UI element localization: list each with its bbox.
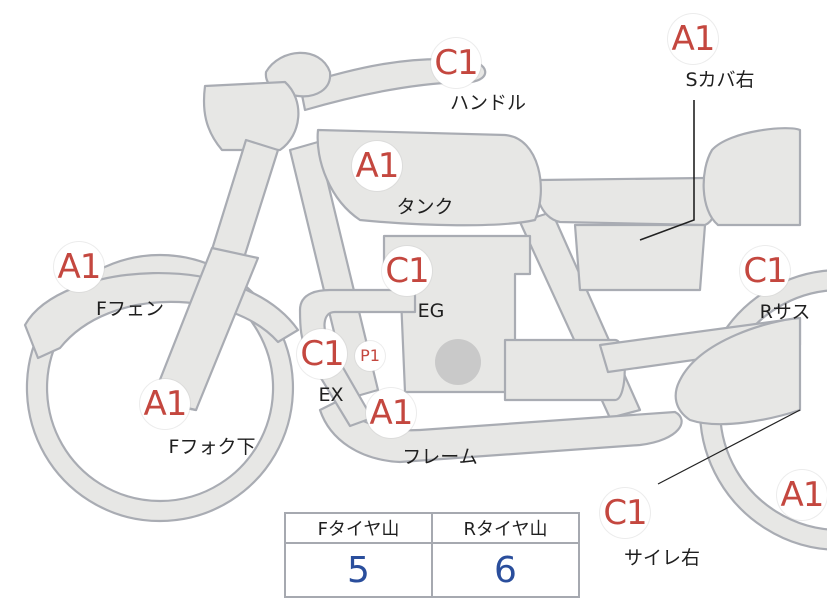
tail-cowl bbox=[702, 127, 802, 227]
grade-badge-s-cover-right: A1 bbox=[668, 14, 718, 64]
part-label-exhaust: EX bbox=[318, 384, 344, 406]
grade-badge-muffler-right: C1 bbox=[600, 488, 650, 538]
grade-badge-engine: C1 bbox=[382, 246, 432, 296]
value-f-tire: 5 bbox=[284, 542, 433, 598]
part-label-muffler-right: サイレ右 bbox=[623, 547, 701, 569]
transmission-case bbox=[503, 338, 626, 402]
front-fork-lower bbox=[150, 246, 260, 412]
grade-badge-exhaust-extra: P1 bbox=[355, 341, 385, 371]
table-value-row: 5 6 bbox=[284, 542, 580, 598]
leader-line-scover bbox=[639, 100, 695, 241]
leader-line-silencer bbox=[657, 409, 801, 485]
part-label-tank: タンク bbox=[396, 196, 454, 218]
grade-badge-tank: A1 bbox=[352, 141, 402, 191]
grade-badge-rear-partial: A1 bbox=[777, 470, 827, 520]
part-label-s-cover-right: Sカバ右 bbox=[685, 69, 755, 91]
grade-badge-r-suspension: C1 bbox=[740, 246, 790, 296]
header-r-tire: Rタイヤ山 bbox=[431, 512, 580, 544]
header-f-tire: Fタイヤ山 bbox=[284, 512, 433, 544]
part-label-engine: EG bbox=[417, 300, 445, 322]
tire-tread-table: Fタイヤ山 Rタイヤ山 5 6 bbox=[284, 512, 580, 598]
headlight-housing bbox=[202, 80, 300, 152]
seat bbox=[535, 176, 719, 227]
grade-badge-f-fender: A1 bbox=[54, 242, 104, 292]
grade-badge-exhaust: C1 bbox=[297, 329, 347, 379]
side-cover bbox=[573, 223, 707, 292]
part-label-r-suspension: Rサス bbox=[759, 301, 811, 323]
value-r-tire: 6 bbox=[431, 542, 580, 598]
part-label-f-fork-lower: Fフォク下 bbox=[168, 436, 256, 458]
part-label-frame: フレーム bbox=[402, 446, 478, 468]
grade-badge-handle: C1 bbox=[431, 38, 481, 88]
table-header-row: Fタイヤ山 Rタイヤ山 bbox=[284, 512, 580, 544]
engine-case-cover bbox=[435, 339, 481, 385]
motorcycle-diagram bbox=[23, 51, 827, 551]
grade-badge-f-fork-lower: A1 bbox=[140, 379, 190, 429]
grade-badge-frame: A1 bbox=[366, 388, 416, 438]
part-label-f-fender: Fフェン bbox=[96, 298, 164, 320]
part-label-handle: ハンドル bbox=[449, 92, 527, 114]
frame-down-tube bbox=[288, 140, 380, 400]
muffler bbox=[674, 316, 802, 426]
